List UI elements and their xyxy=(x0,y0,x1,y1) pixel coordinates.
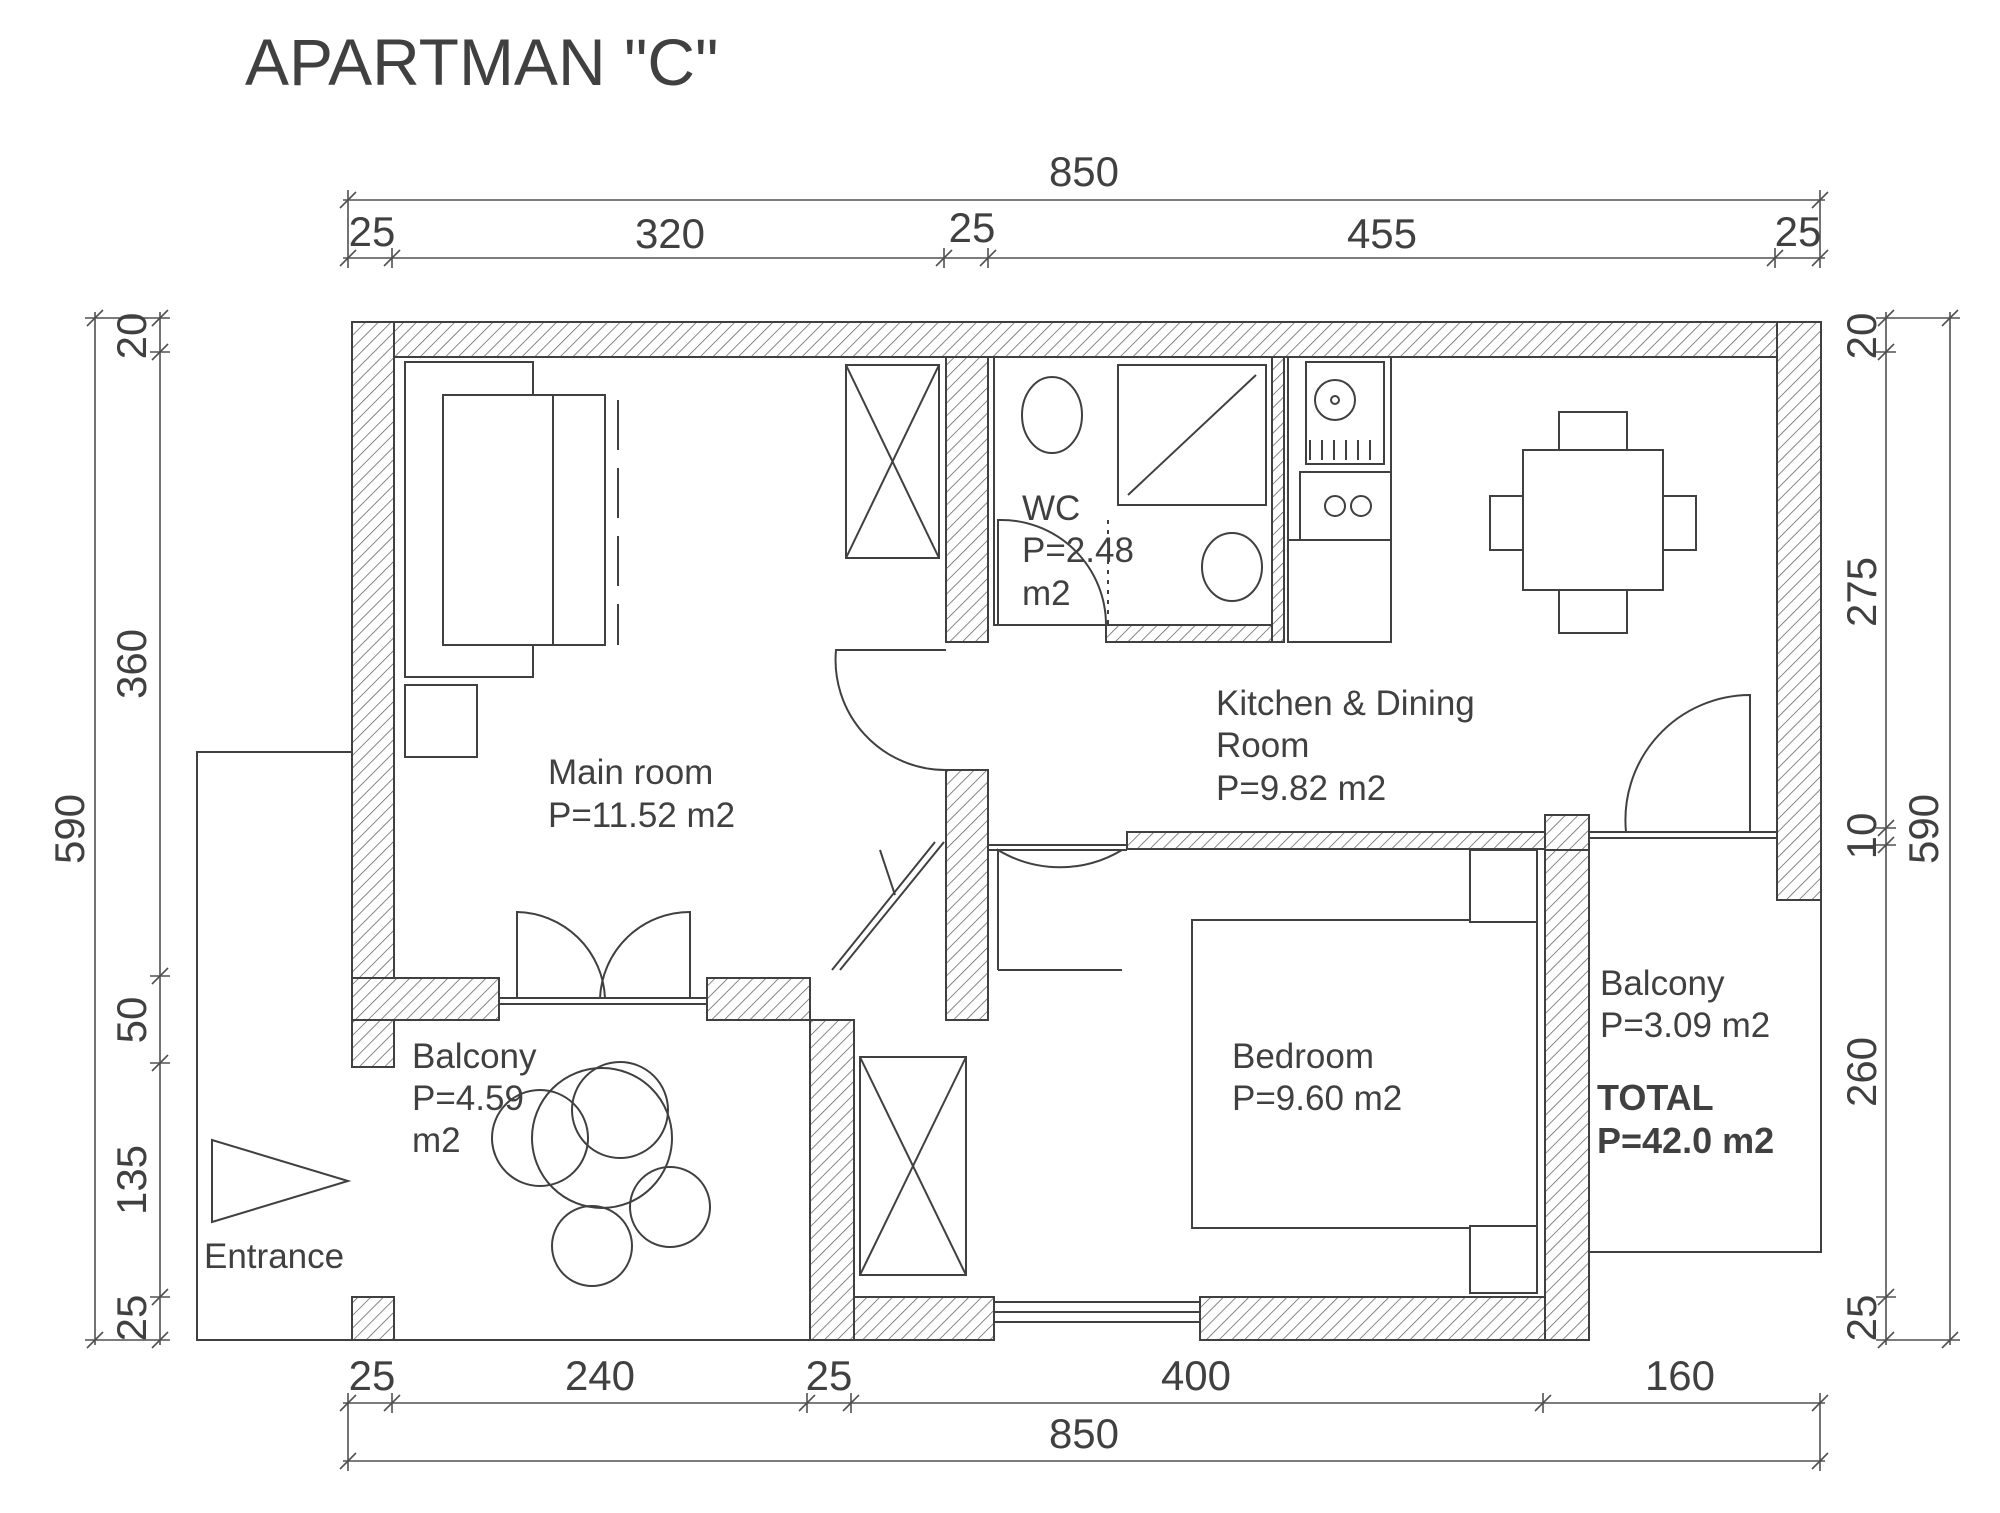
bottom-dimension-1: 25 xyxy=(349,1352,396,1399)
bedroom-name: Bedroom xyxy=(1232,1037,1374,1076)
top-total-dimension: 850 xyxy=(1049,148,1119,195)
furniture xyxy=(404,356,1697,1294)
right-total-dimension: 590 xyxy=(1900,794,1947,864)
right-dimension-2: 275 xyxy=(1838,557,1885,627)
left-dimension-lines xyxy=(85,309,170,1349)
wc-name: WC xyxy=(1022,489,1080,528)
total-value: P=42.0 m2 xyxy=(1597,1120,1774,1161)
left-dimension-4: 135 xyxy=(108,1145,155,1215)
total-label: TOTAL xyxy=(1597,1077,1714,1118)
left-dimension-5: 25 xyxy=(108,1295,155,1342)
top-dimension-2: 320 xyxy=(635,210,705,257)
balcony-left-area-unit: m2 xyxy=(412,1121,461,1160)
left-dimension-3: 50 xyxy=(108,997,155,1044)
left-dimension-2: 360 xyxy=(108,629,155,699)
main-room-area: P=11.52 m2 xyxy=(548,796,735,835)
right-dimension-1: 20 xyxy=(1838,313,1885,360)
right-dimension-lines xyxy=(1876,309,1960,1349)
balcony-right-name: Balcony xyxy=(1600,964,1725,1003)
top-dimension-lines xyxy=(339,190,1829,268)
kitchen-area: P=9.82 m2 xyxy=(1216,769,1386,808)
doors xyxy=(516,518,1751,999)
balcony-right-area: P=3.09 m2 xyxy=(1600,1006,1770,1045)
entrance-label: Entrance xyxy=(204,1237,344,1276)
bottom-dimension-2: 240 xyxy=(565,1352,635,1399)
kitchen-name-line2: Room xyxy=(1216,726,1309,765)
kitchen-name: Kitchen & Dining xyxy=(1216,684,1475,723)
right-dimension-4: 260 xyxy=(1838,1037,1885,1107)
walls xyxy=(351,321,1822,1341)
top-dimension-3: 25 xyxy=(949,204,996,251)
bottom-dimension-lines xyxy=(339,1393,1829,1471)
bedroom-area: P=9.60 m2 xyxy=(1232,1079,1402,1118)
left-total-dimension: 590 xyxy=(46,794,93,864)
balcony-left-name: Balcony xyxy=(412,1037,537,1076)
top-dimension-4: 455 xyxy=(1347,210,1417,257)
wc-area: P=2.48 xyxy=(1022,531,1134,570)
top-dimension-5: 25 xyxy=(1775,208,1822,255)
bottom-dimension-5: 160 xyxy=(1645,1352,1715,1399)
plan-title: APARTMAN "C" xyxy=(245,25,718,99)
bottom-dimension-4: 400 xyxy=(1161,1352,1231,1399)
wc-area-unit: m2 xyxy=(1022,574,1071,613)
balcony-left-area: P=4.59 xyxy=(412,1079,524,1118)
right-dimension-5: 25 xyxy=(1838,1295,1885,1342)
bottom-total-dimension: 850 xyxy=(1049,1410,1119,1457)
entrance-arrow-icon xyxy=(211,1138,352,1224)
main-room-name: Main room xyxy=(548,753,713,792)
left-dimension-1: 20 xyxy=(108,313,155,360)
right-dimension-3: 10 xyxy=(1838,813,1885,860)
top-dimension-1: 25 xyxy=(349,208,396,255)
openings xyxy=(196,751,1822,1341)
bottom-dimension-3: 25 xyxy=(806,1352,853,1399)
